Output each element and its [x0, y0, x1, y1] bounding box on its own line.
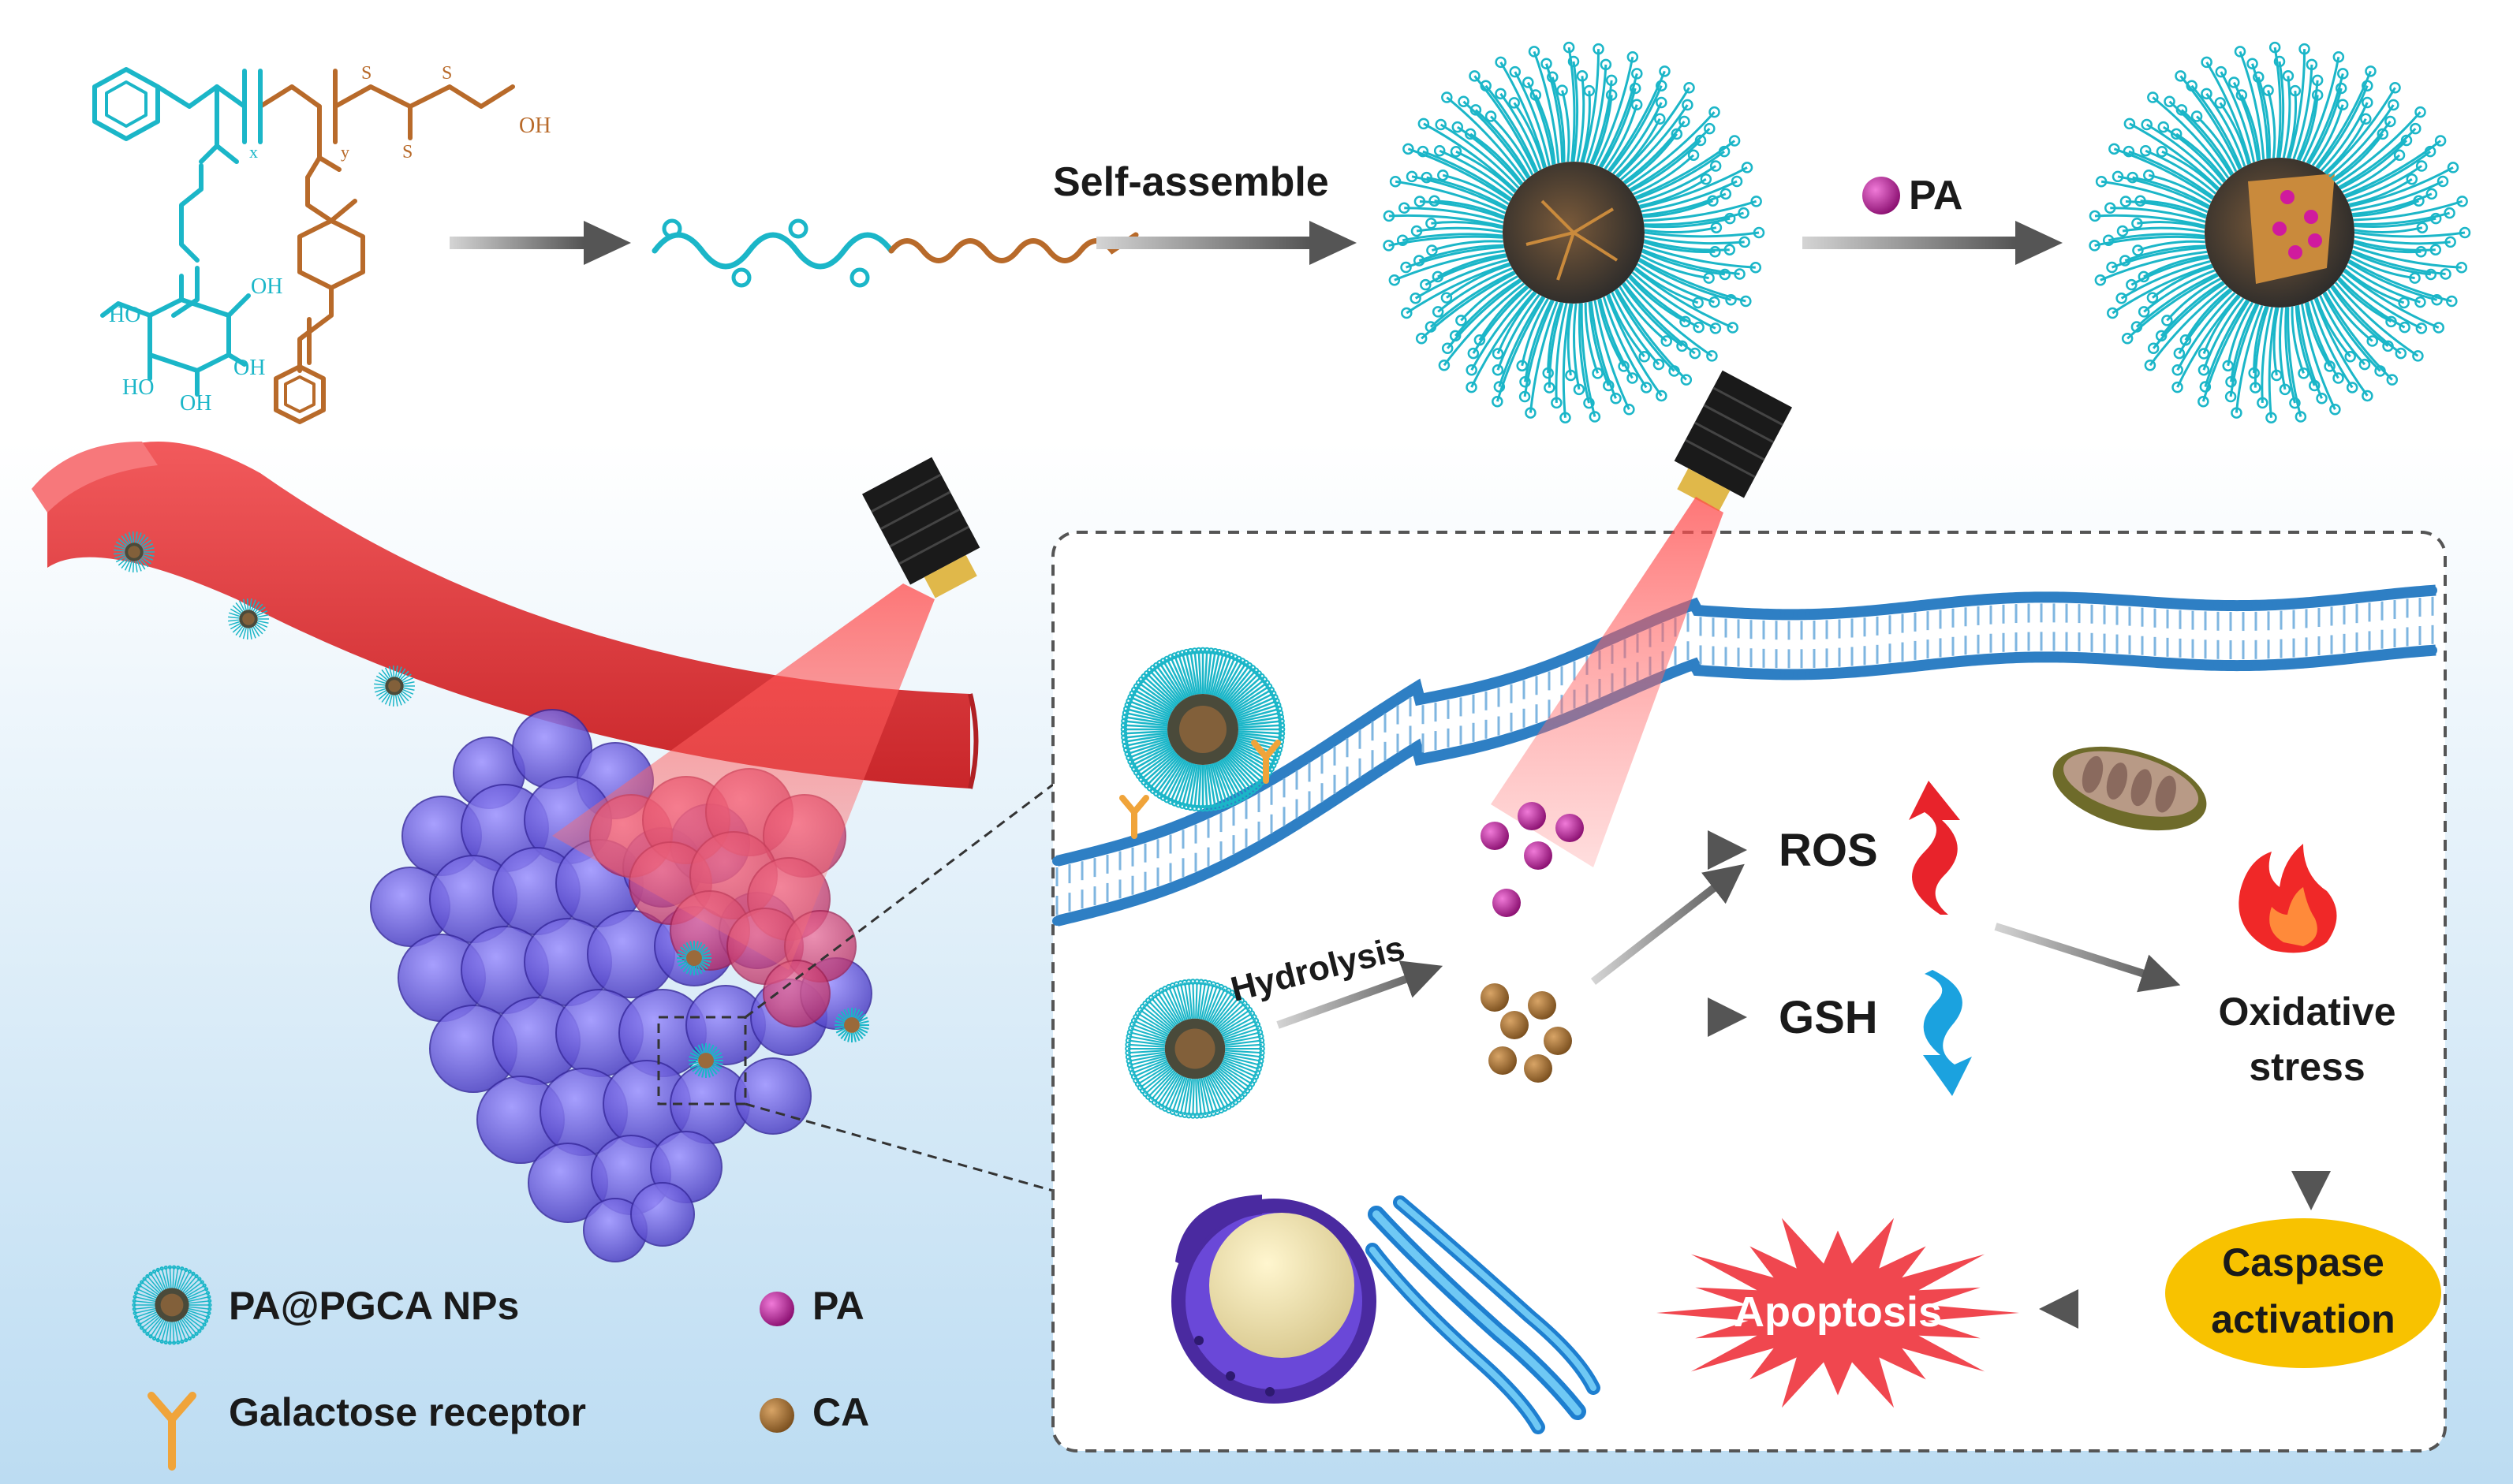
laser-device-icon [861, 457, 980, 598]
oh-label-1: OH [519, 114, 551, 138]
laser-device-icon [1674, 370, 1793, 512]
subscript-x: x [249, 142, 258, 162]
up-arrow-icon [1909, 781, 1960, 915]
laser-beam-2 [1491, 497, 1723, 867]
polymer-structure [92, 67, 515, 424]
oh-label-2: HO [109, 303, 140, 327]
vessel-nanoparticles [114, 531, 415, 707]
ros-label: ROS [1779, 825, 1878, 876]
loaded-micelle [2089, 41, 2471, 424]
gsh-label: GSH [1779, 992, 1878, 1043]
legend-pa-label: PA [812, 1284, 864, 1328]
caspase-label-line1: Caspase [2222, 1240, 2384, 1285]
caspase-ellipse [2165, 1218, 2441, 1368]
nucleus-icon [1171, 1195, 1376, 1404]
pa-ball-icon [1862, 177, 1900, 214]
apoptosis-burst [1656, 1217, 2019, 1408]
self-assemble-label: Self-assemble [1053, 159, 1329, 205]
polymer-chain [652, 218, 1139, 288]
legend-ca-label: CA [812, 1390, 869, 1434]
caspase-label-line2: activation [2211, 1297, 2395, 1341]
mitochondrion-icon [2052, 746, 2207, 831]
legend-np-icon [132, 1265, 212, 1345]
mechanism-arrows [1590, 830, 2331, 1329]
membrane-nanoparticle [1120, 647, 1286, 812]
empty-micelle [1383, 41, 1765, 424]
arrow-self-assemble [1096, 221, 1357, 265]
oxidative-label-line2: stress [2249, 1045, 2365, 1089]
endoplasmic-reticulum-icon [1365, 1195, 1600, 1434]
pa-flow-label: PA [1909, 173, 1962, 218]
hydrolysis-nanoparticle [1125, 979, 1265, 1119]
arrow-pa-loading [1802, 221, 2063, 265]
hydrolysis-arrow [1276, 960, 1443, 1029]
laser-beam-1 [552, 584, 935, 970]
fire-icon [2239, 844, 2337, 953]
oh-label-4: HO [122, 375, 154, 400]
oxidative-label-line1: Oxidative [2218, 990, 2395, 1034]
sulfur-label-3: S [402, 142, 413, 162]
apoptosis-label: Apoptosis [1734, 1288, 1942, 1336]
pa-cluster [1481, 802, 1584, 917]
down-arrow-icon [1923, 970, 1972, 1096]
legend-receptor-icon [147, 1392, 196, 1471]
oh-label-3: OH [233, 356, 265, 380]
legend-pa-icon [760, 1292, 794, 1326]
galactose-receptor-icon [1119, 740, 1281, 839]
legend-nps-label: PA@PGCA NPs [229, 1284, 519, 1328]
oh-label-5: OH [251, 274, 282, 299]
sulfur-label-1: S [361, 63, 372, 84]
arrow-1 [450, 221, 631, 265]
ca-cluster [1481, 983, 1572, 1083]
structure-labels: OH HO OH HO OH OH x y S S S [109, 63, 551, 416]
zoom-guides [657, 783, 1054, 1192]
oh-label-6: OH [180, 391, 211, 416]
legend: PA@PGCA NPs Galactose receptor PA CA [132, 1265, 869, 1471]
legend-receptor-label: Galactose receptor [229, 1390, 586, 1434]
legend-ca-icon [760, 1398, 794, 1433]
subscript-y: y [341, 142, 349, 162]
sulfur-label-2: S [442, 63, 452, 84]
